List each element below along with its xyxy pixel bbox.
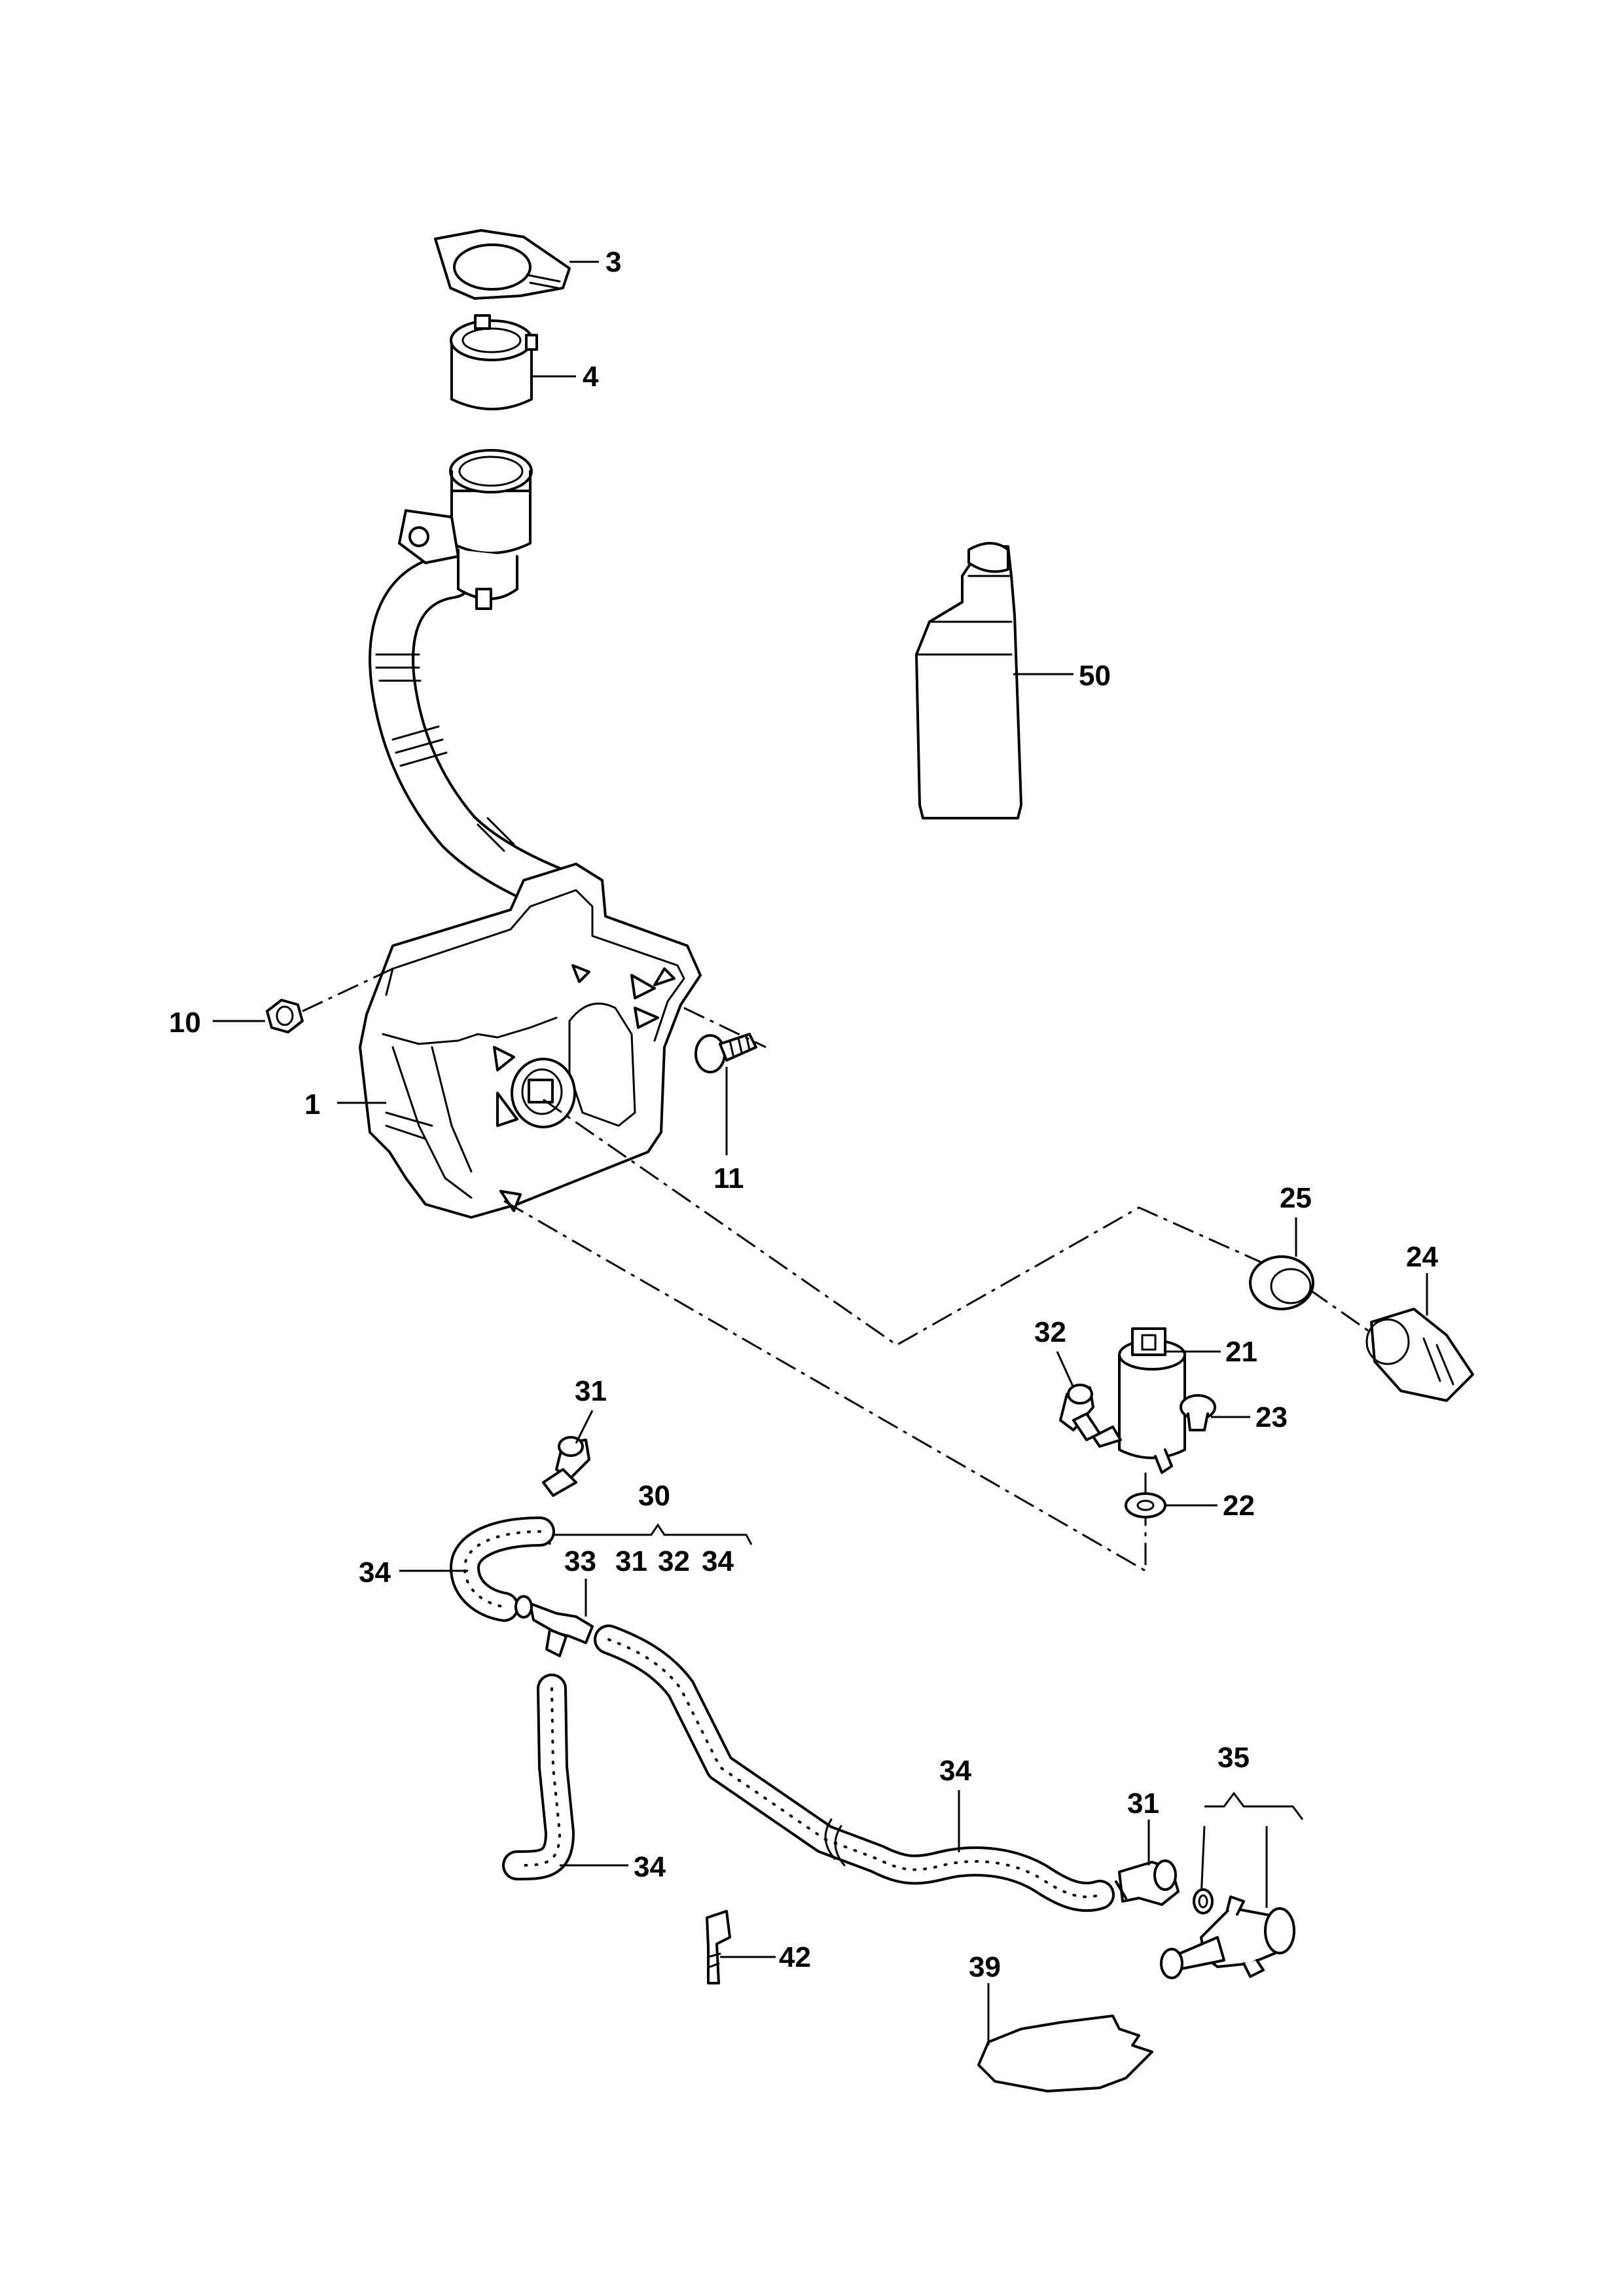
callout-3: 3 — [605, 246, 621, 278]
washer-reservoir-icon — [359, 449, 702, 1219]
elbow-fitting-icon — [1059, 1384, 1101, 1441]
callout-42: 42 — [779, 1941, 811, 1973]
elbow-fitting-icon — [1115, 1859, 1180, 1906]
callout-30: 30 — [638, 1480, 670, 1512]
clip-icon — [706, 1910, 731, 1984]
callout-34d: 34 — [939, 1755, 971, 1787]
callout-34a: 34 — [702, 1545, 734, 1577]
callout-21: 21 — [1225, 1336, 1257, 1368]
callout-50: 50 — [1079, 660, 1111, 692]
callout-23: 23 — [1255, 1401, 1288, 1433]
callout-11: 11 — [713, 1162, 744, 1194]
callout-1: 1 — [304, 1088, 320, 1121]
seal-ring-icon — [1125, 1492, 1166, 1518]
callout-33: 33 — [564, 1545, 596, 1577]
callout-32a: 32 — [1034, 1316, 1066, 1348]
callout-34c: 34 — [634, 1851, 666, 1883]
callout-31c: 31 — [1127, 1787, 1159, 1820]
elbow-fitting-icon — [542, 1436, 590, 1497]
callout-22: 22 — [1223, 1490, 1255, 1522]
callout-35: 35 — [1218, 1742, 1250, 1774]
strainer-icon — [450, 314, 538, 410]
nut-icon — [266, 999, 304, 1033]
fluid-bottle-icon — [915, 542, 1022, 819]
hose-icon — [594, 1624, 1115, 1912]
bolt-icon — [695, 1033, 757, 1073]
callout-10: 10 — [169, 1007, 201, 1039]
hose-icon — [502, 1674, 575, 1880]
grommet-icon — [1249, 1255, 1314, 1310]
callout-24: 24 — [1406, 1241, 1438, 1273]
callout-25: 25 — [1280, 1182, 1312, 1214]
plug-icon — [1180, 1394, 1216, 1431]
hose-icon — [450, 1516, 555, 1622]
washer-nozzle-icon — [1365, 1308, 1474, 1402]
check-valve-icon — [1160, 1791, 1304, 1979]
callout-31b: 31 — [615, 1545, 647, 1577]
callout-34b: 34 — [359, 1556, 391, 1588]
callout-39: 39 — [969, 1951, 1001, 1983]
callout-4: 4 — [583, 361, 599, 393]
t-connector-icon — [514, 1595, 594, 1657]
callout-32b: 32 — [658, 1545, 690, 1577]
kit-bracket — [549, 1523, 753, 1545]
callout-31a: 31 — [575, 1375, 607, 1407]
washer-pump-icon — [1092, 1327, 1186, 1474]
filler-cap-icon — [434, 229, 571, 300]
nozzle-cover-icon — [977, 2015, 1153, 2092]
